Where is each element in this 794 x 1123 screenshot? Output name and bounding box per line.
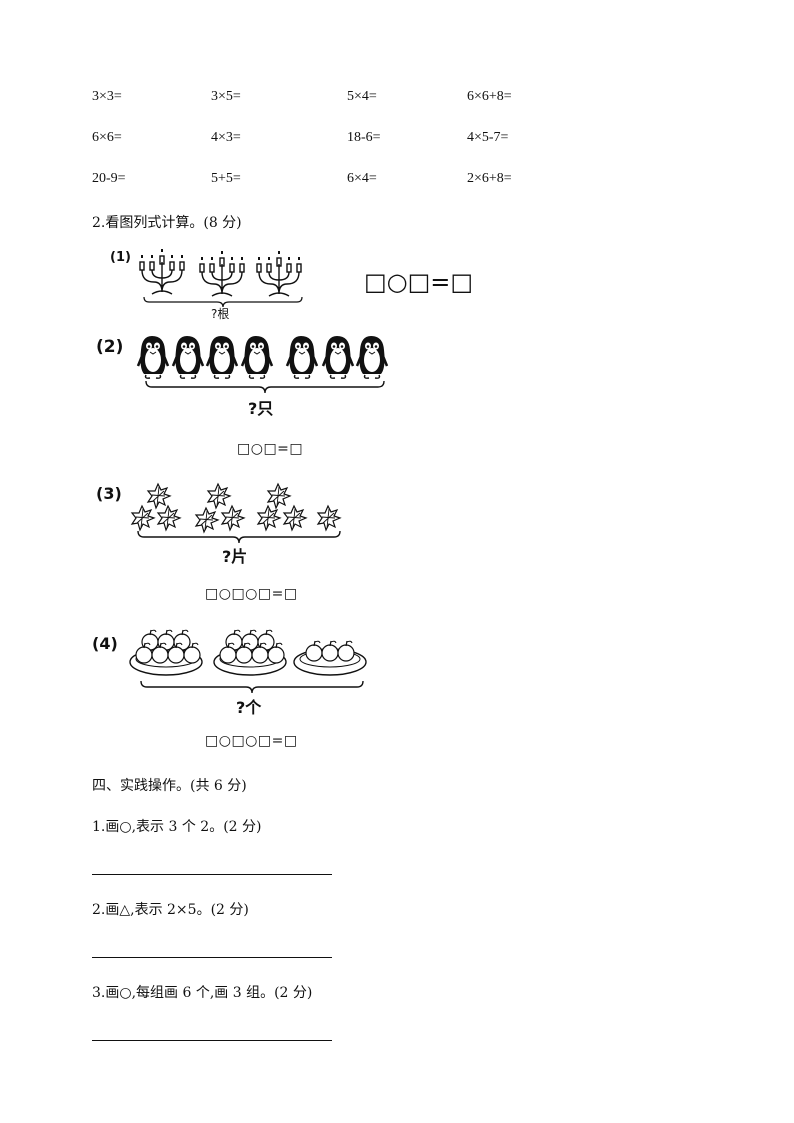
brace-2: [145, 380, 385, 394]
problem-2-label: (2): [96, 337, 124, 357]
problem-1-formula: □○□=□: [364, 268, 474, 296]
problem-3-formula: □○□○□=□: [205, 586, 298, 602]
equation-2-3: 18-6=: [347, 130, 381, 145]
equation-3-2: 5+5=: [211, 171, 241, 186]
section-2-title: 2.看图列式计算。(8 分): [92, 215, 242, 231]
candelabra-illustration: [139, 249, 302, 297]
equation-1-1: 3×3=: [92, 89, 122, 104]
problem-2-formula: □○□=□: [237, 441, 304, 457]
problem-4-question: ?个: [236, 698, 262, 717]
equation-3-3: 6×4=: [347, 171, 377, 186]
answer-line-3[interactable]: [92, 1040, 332, 1041]
leaves-illustration: [131, 483, 341, 533]
task-1: 1.画○,表示 3 个 2。(2 分): [92, 819, 262, 835]
problem-4-label: (4): [92, 634, 118, 653]
problem-2-question: ?只: [248, 399, 274, 418]
equation-3-4: 2×6+8=: [467, 171, 512, 186]
equation-2-2: 4×3=: [211, 130, 241, 145]
equation-1-4: 6×6+8=: [467, 89, 512, 104]
problem-3-question: ?片: [222, 547, 248, 566]
brace-3: [137, 530, 341, 544]
answer-line-2[interactable]: [92, 957, 332, 958]
problem-4-formula: □○□○□=□: [205, 733, 298, 749]
apples-illustration: [129, 629, 367, 676]
equation-3-1: 20-9=: [92, 171, 126, 186]
task-2: 2.画△,表示 2×5。(2 分): [92, 902, 249, 918]
equation-1-2: 3×5=: [211, 89, 241, 104]
problem-1-question: ?根: [211, 307, 230, 321]
brace-4: [140, 680, 364, 694]
penguins-illustration: [136, 334, 389, 380]
answer-line-1[interactable]: [92, 874, 332, 875]
equation-2-4: 4×5-7=: [467, 130, 509, 145]
section-4-title: 四、实践操作。(共 6 分): [92, 778, 247, 794]
problem-1-label: (1): [110, 250, 131, 265]
brace-1: [143, 296, 303, 308]
equation-1-3: 5×4=: [347, 89, 377, 104]
task-3: 3.画○,每组画 6 个,画 3 组。(2 分): [92, 985, 313, 1001]
equation-2-1: 6×6=: [92, 130, 122, 145]
problem-3-label: (3): [96, 484, 122, 503]
